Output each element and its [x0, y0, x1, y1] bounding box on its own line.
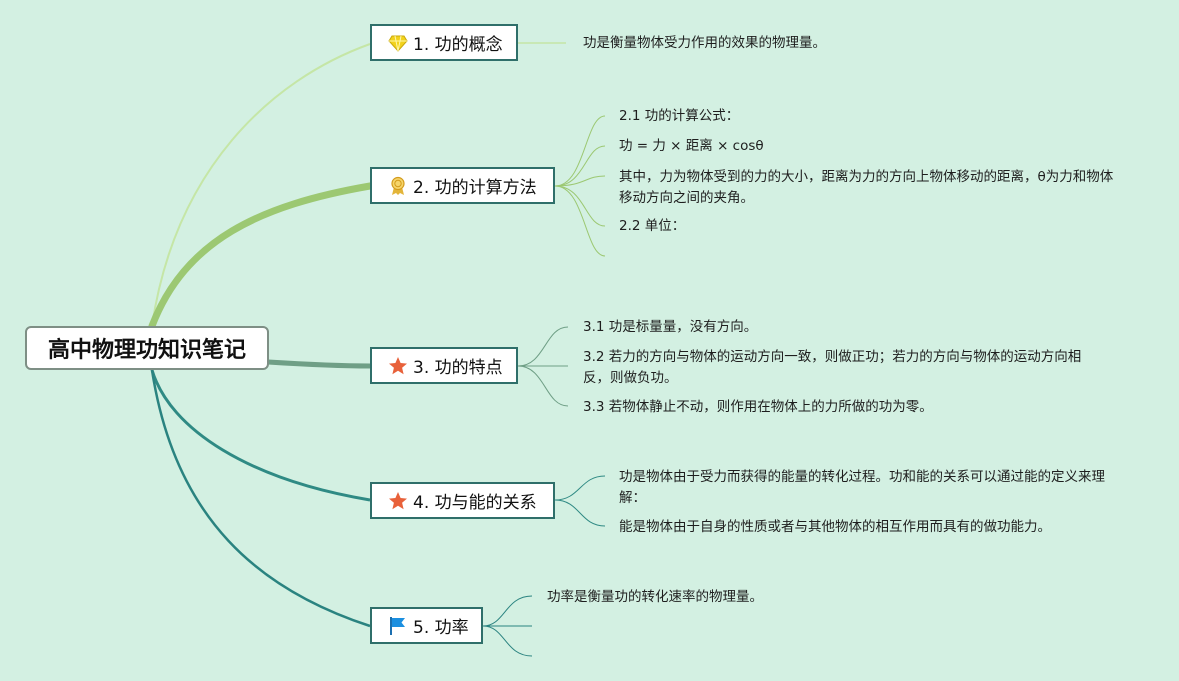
leaf-3-1: 3.1 功是标量量，没有方向。: [583, 319, 758, 335]
leaf-2-1: 2.1 功的计算公式：: [619, 108, 740, 124]
connector-branch-1: [151, 43, 371, 327]
leaf-5-1: 功率是衡量功的转化速率的物理量。: [547, 589, 763, 605]
leaf-fan-4: [554, 475, 606, 527]
branch-2-label: 2. 功的计算方法: [413, 178, 537, 198]
leaf-1-1: 功是衡量物体受力作用的效果的物理量。: [583, 35, 826, 51]
branch-3-label: 3. 功的特点: [413, 358, 503, 378]
branch-5-topic[interactable]: 5. 功率: [370, 607, 483, 644]
branch-4-topic[interactable]: 4. 功与能的关系: [370, 482, 555, 519]
connector-branch-4: [150, 369, 371, 502]
root-topic-label: 高中物理功知识笔记: [47, 338, 246, 363]
flag-icon: [388, 616, 408, 636]
branch-1-topic[interactable]: 1. 功的概念: [370, 24, 518, 61]
star-icon: [388, 491, 408, 511]
branch-4-label: 4. 功与能的关系: [413, 493, 537, 513]
leaf-4-2: 能是物体由于自身的性质或者与其他物体的相互作用而具有的做功能力。: [619, 519, 1051, 535]
star-icon: [388, 356, 408, 376]
root-topic[interactable]: 高中物理功知识笔记: [25, 326, 269, 370]
branch-3-topic[interactable]: 3. 功的特点: [370, 347, 518, 384]
leaf-fan-5: [482, 595, 533, 657]
leaf-3-3: 3.3 若物体静止不动，则作用在物体上的力所做的功为零。: [583, 399, 933, 415]
leaf-2-4: 2.2 单位：: [619, 218, 686, 234]
leaf-3-2: 3.2 若力的方向与物体的运动方向一致，则做正功；若力的方向与物体的运动方向相反…: [583, 349, 1082, 386]
diamond-icon: [388, 33, 408, 53]
branch-1-label: 1. 功的概念: [413, 35, 503, 55]
branch-5-label: 5. 功率: [413, 618, 469, 638]
connector-branch-5: [150, 369, 371, 628]
leaf-fan-3: [517, 326, 569, 407]
leaf-fan-2: [554, 115, 606, 257]
leaf-2-3: 其中，力为物体受到的力的大小，距离为力的方向上物体移动的距离，θ为力和物体移动方…: [619, 169, 1114, 206]
branch-2-topic[interactable]: 2. 功的计算方法: [370, 167, 555, 204]
connector-branch-2: [148, 182, 374, 330]
award-ribbon-icon: [388, 176, 408, 196]
leaf-2-2: 功 = 力 × 距离 × cosθ: [619, 138, 764, 154]
connector-branch-3: [265, 359, 373, 369]
leaf-4-1: 功是物体由于受力而获得的能量的转化过程。功和能的关系可以通过能的定义来理解：: [619, 469, 1105, 506]
